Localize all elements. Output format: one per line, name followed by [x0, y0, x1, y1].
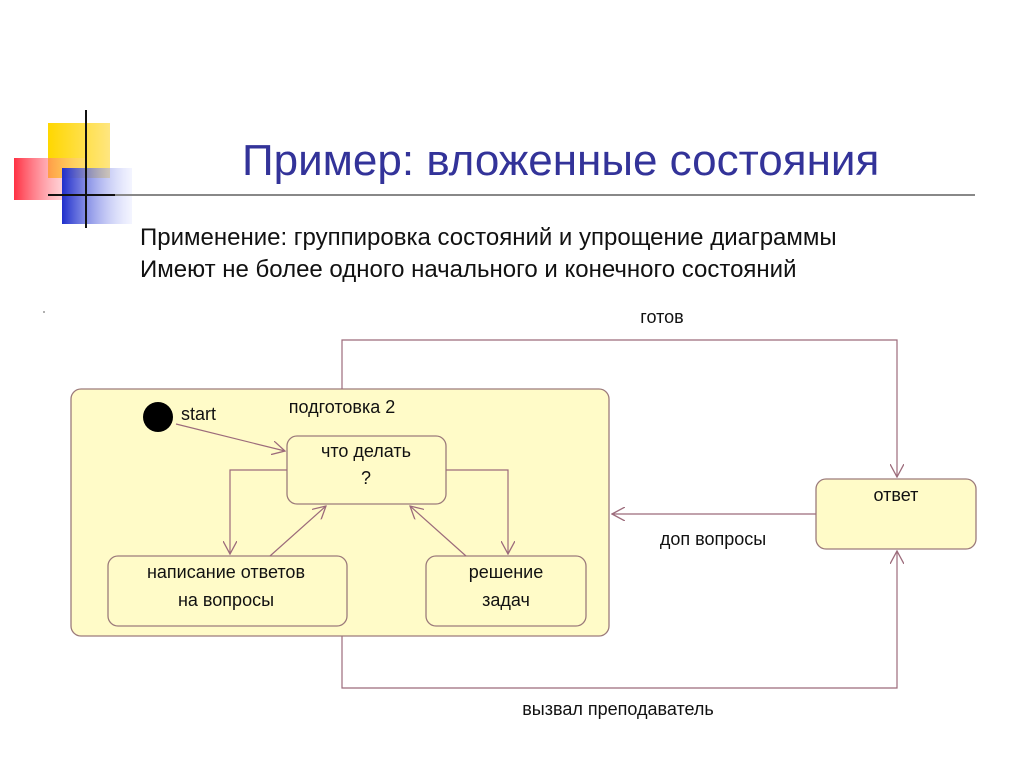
stray-dot [43, 311, 45, 313]
transition-writing-to-what-to-do [269, 506, 326, 557]
bullet-text: Применение: группировка состояний и упро… [140, 224, 837, 251]
transition-start-to-what-to-do [175, 423, 285, 451]
state-solving-tasks-line2: задач [482, 590, 530, 610]
decorative-logo-graphic [14, 110, 140, 228]
transition-called-by-teacher-label: вызвал преподаватель [522, 699, 714, 719]
transition-what-to-do-to-writing [230, 469, 287, 554]
transition-called-by-teacher [341, 551, 897, 689]
state-what-to-do-line1: что делать [321, 441, 411, 461]
transition-solving-to-what-to-do [410, 506, 467, 557]
initial-state-dot [143, 402, 173, 432]
state-what-to-do-line2: ? [361, 468, 371, 488]
state-solving-tasks-line1: решение [469, 562, 543, 582]
decorative-logo [10, 110, 140, 230]
state-solving-tasks [425, 555, 587, 627]
state-writing-answers [107, 555, 348, 627]
transition-ready [341, 339, 897, 477]
initial-state-label: start [181, 404, 216, 424]
title-underline [115, 194, 975, 196]
state-writing-answers-line2: на вопросы [178, 590, 274, 610]
transition-extra-questions-label: доп вопросы [660, 529, 766, 549]
state-writing-answers-line1: написание ответов [147, 562, 305, 582]
bullet-text: Имеют не более одного начального и конеч… [140, 256, 797, 283]
state-answer-label: ответ [874, 485, 919, 505]
transition-ready-label: готов [640, 307, 683, 327]
slide-title: Пример: вложенные состояния [242, 136, 880, 185]
transition-what-to-do-to-solving [446, 469, 508, 554]
composite-state-label: подготовка 2 [289, 397, 396, 417]
